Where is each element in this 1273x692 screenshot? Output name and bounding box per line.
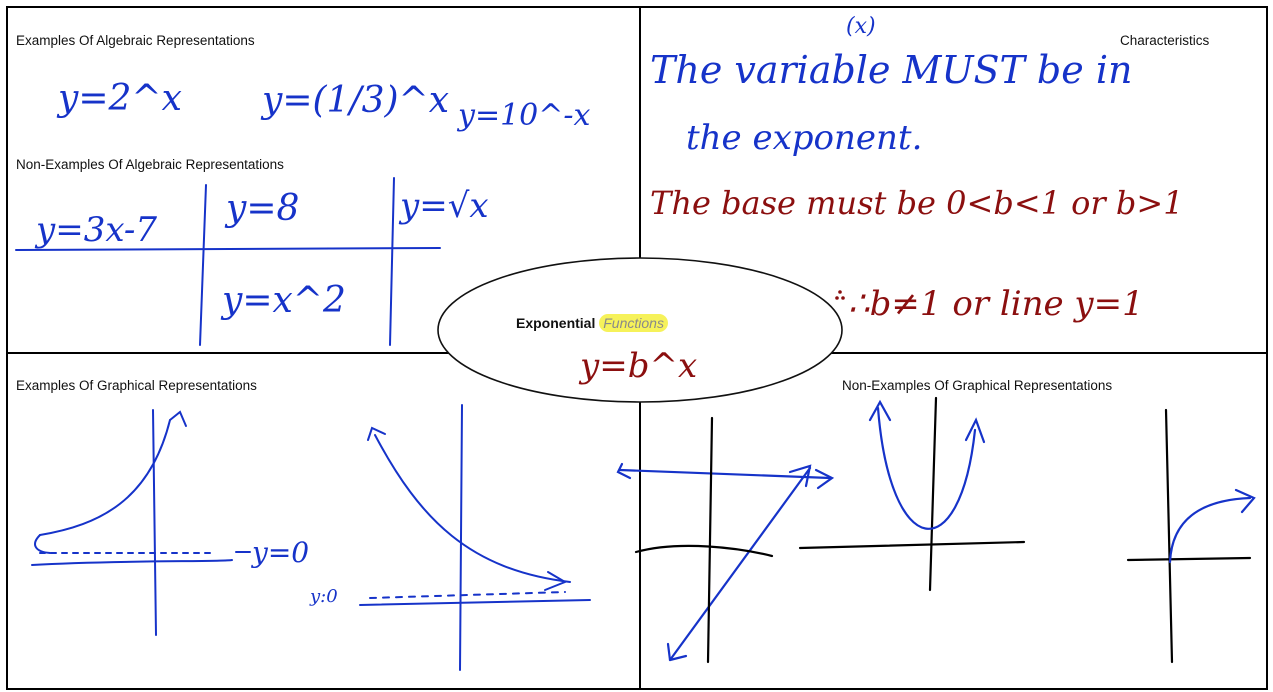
asymptote-label: y:0 xyxy=(310,586,338,607)
example-equation: y=2^x xyxy=(58,78,182,119)
parabola-sketch xyxy=(868,399,986,530)
center-title: Exponential Functions xyxy=(516,314,668,332)
asymptote-label: y=0 xyxy=(252,536,310,569)
characteristic-line: The base must be 0<b<1 or b>1 xyxy=(650,184,1184,222)
graphical-nonexamples-heading: Non-Examples Of Graphical Representation… xyxy=(842,378,1113,393)
graphical-examples-heading: Examples Of Graphical Representations xyxy=(16,378,257,393)
algebraic-examples-heading: Examples Of Algebraic Representations xyxy=(16,33,255,48)
decay-graph-sketch xyxy=(359,404,591,671)
therefore-dots xyxy=(835,290,845,300)
outer-frame xyxy=(6,6,1268,690)
characteristic-line: the exponent. xyxy=(686,118,923,158)
characteristic-line: The variable MUST be in xyxy=(650,48,1133,92)
center-title-bold: Exponential xyxy=(516,315,596,331)
characteristic-line: ∴b≠1 or line y=1 xyxy=(848,284,1144,324)
linear-graph-sketch xyxy=(616,462,835,662)
nonexample-equation: y=√x xyxy=(400,186,489,226)
variable-insert-note: (x) xyxy=(846,14,876,39)
example-equation: y=(1/3)^x xyxy=(262,80,449,121)
example-equation: y=10^-x xyxy=(458,98,591,133)
sqrt-curve-sketch xyxy=(1168,488,1256,564)
nonexample-equation: y=3x-7 xyxy=(36,210,158,250)
characteristics-heading: Characteristics xyxy=(1120,33,1210,48)
growth-graph-sketch xyxy=(31,409,251,636)
nonexample-grid-sketch xyxy=(15,177,441,346)
algebraic-nonexamples-heading: Non-Examples Of Algebraic Representation… xyxy=(16,157,284,172)
center-title-highlight: Functions xyxy=(599,314,668,332)
nonexample-equation: y=8 xyxy=(226,188,300,229)
nonexample-equation: y=x^2 xyxy=(222,280,346,321)
nonexample-axes xyxy=(634,396,1252,664)
center-formula: y=b^x xyxy=(580,346,698,386)
